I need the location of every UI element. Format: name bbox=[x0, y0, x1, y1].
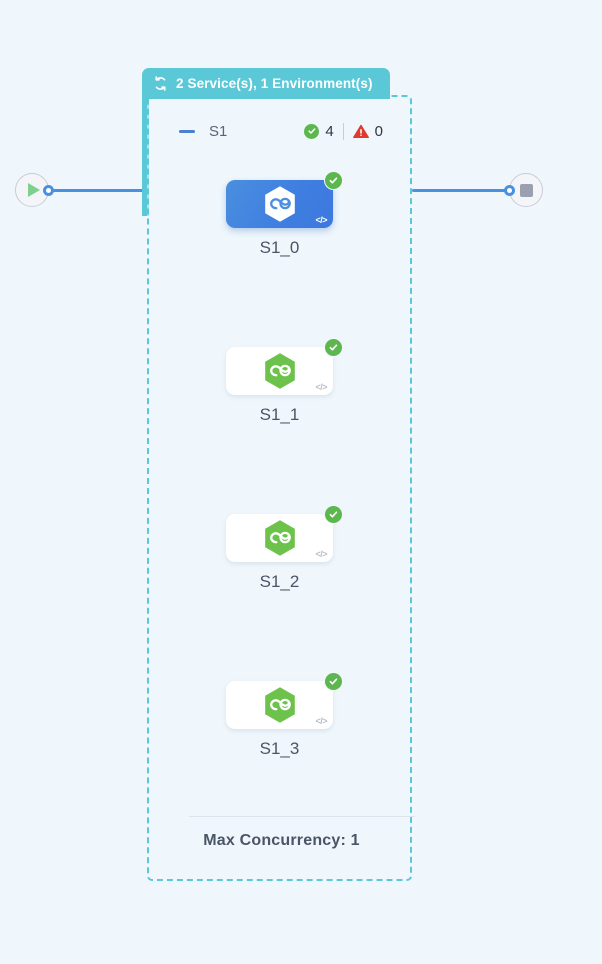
hexagon-infinity-icon bbox=[264, 186, 295, 222]
code-tag-icon[interactable]: </> bbox=[315, 549, 327, 559]
end-node-input-handle[interactable] bbox=[504, 185, 515, 196]
hexagon-infinity-icon bbox=[264, 353, 295, 389]
loop-arrows-icon bbox=[155, 76, 166, 91]
edge-group-to-end[interactable] bbox=[412, 189, 512, 192]
status-warning-chip[interactable]: 0 bbox=[344, 123, 392, 140]
group-header-label: 2 Service(s), 1 Environment(s) bbox=[176, 76, 373, 91]
service-node[interactable]: </> S1_2 bbox=[226, 505, 343, 591]
check-badge-icon bbox=[324, 171, 343, 190]
service-node[interactable]: </> S1_0 bbox=[226, 171, 343, 257]
check-badge-icon bbox=[324, 672, 343, 691]
code-tag-icon[interactable]: </> bbox=[315, 382, 327, 392]
status-ok-count: 4 bbox=[325, 122, 334, 140]
check-badge-icon bbox=[324, 505, 343, 524]
service-node-card[interactable]: </> bbox=[226, 681, 333, 729]
stop-icon bbox=[519, 183, 533, 197]
service-node-card[interactable]: </> bbox=[226, 180, 333, 228]
code-tag-icon[interactable]: </> bbox=[315, 215, 327, 225]
service-node[interactable]: </> S1_1 bbox=[226, 338, 343, 424]
service-node-label: S1_0 bbox=[259, 238, 300, 257]
group-name-label: S1 bbox=[209, 122, 228, 140]
status-ok-chip[interactable]: 4 bbox=[295, 123, 342, 140]
group-status-summary: 4 0 bbox=[295, 122, 392, 140]
edge-start-to-group[interactable] bbox=[48, 189, 148, 192]
minus-icon[interactable] bbox=[179, 129, 195, 133]
hexagon-infinity-icon bbox=[264, 687, 295, 723]
hexagon-infinity-icon bbox=[264, 520, 295, 556]
group-footer-divider bbox=[189, 816, 415, 817]
service-node[interactable]: </> S1_3 bbox=[226, 672, 343, 758]
play-icon bbox=[28, 183, 40, 197]
status-warning-count: 0 bbox=[374, 122, 383, 140]
check-circle-icon bbox=[304, 123, 320, 139]
service-node-label: S1_3 bbox=[259, 739, 300, 758]
group-title-row: S1 4 0 bbox=[179, 119, 392, 143]
check-badge-icon bbox=[324, 338, 343, 357]
max-concurrency-label: Max Concurrency: 1 bbox=[203, 832, 360, 849]
group-header[interactable]: 2 Service(s), 1 Environment(s) bbox=[142, 68, 390, 99]
warning-triangle-icon bbox=[352, 124, 369, 138]
service-node-label: S1_2 bbox=[259, 572, 300, 591]
code-tag-icon[interactable]: </> bbox=[315, 716, 327, 726]
service-node-label: S1_1 bbox=[259, 405, 300, 424]
start-node-output-handle[interactable] bbox=[43, 185, 54, 196]
service-node-card[interactable]: </> bbox=[226, 347, 333, 395]
status-divider bbox=[342, 122, 344, 140]
group-left-rail bbox=[142, 96, 149, 216]
service-node-card[interactable]: </> bbox=[226, 514, 333, 562]
